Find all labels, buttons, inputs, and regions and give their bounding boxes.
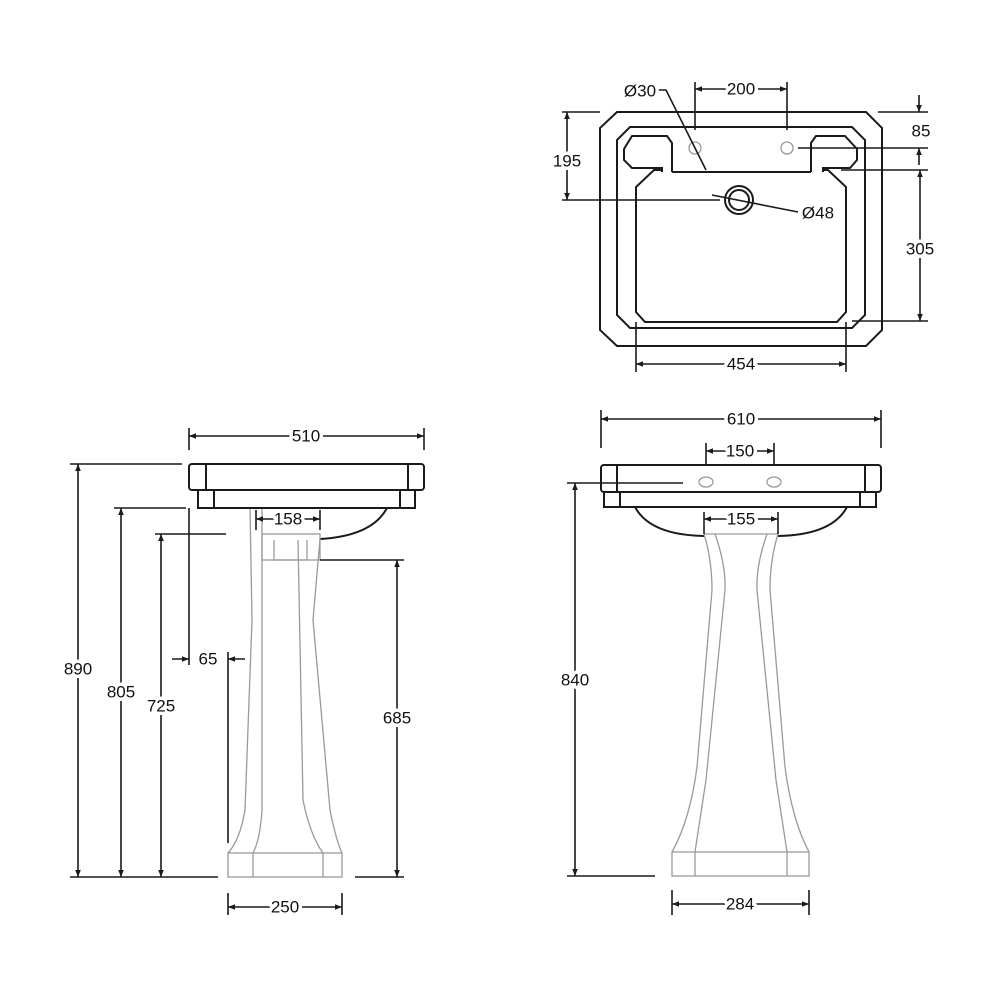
leader-line [658,89,707,171]
left-tap-shelf [623,135,673,172]
waste-hole-outer [724,185,754,215]
bowl-curve-right [777,506,848,537]
waste-hole-inner [728,189,750,211]
bowl-outline [635,169,847,323]
right-tap-shelf [810,135,858,172]
basin-lower-side [197,489,416,509]
dim-tap-centres: 200 [727,80,755,99]
basin-top-front [600,464,882,493]
dim-base-depth: 250 [271,898,299,917]
basin-outer-outline [599,111,883,347]
dim-back-to-tap: 85 [912,122,931,141]
dim-bowl-depth: 305 [906,240,934,259]
dim-waste-height: 685 [383,709,411,728]
dim-pedestal-top-height: 725 [147,697,175,716]
dim-tap-hole-diameter: Ø30 [624,82,656,101]
pedestal-front [671,533,810,877]
dim-bowl-width: 454 [727,355,755,374]
front-view: 610 150 155 840 284 [557,406,882,917]
dim-pedestal-offset: 65 [199,650,218,669]
dim-rim-underside-height: 805 [107,683,135,702]
dim-overall-height: 890 [64,660,92,679]
plan-view: 200 Ø30 195 Ø48 85 305 454 [549,76,937,377]
tap-hole-right [766,476,782,488]
dim-front-to-waste: 195 [553,152,581,171]
dim-waste-diameter: Ø48 [802,204,834,223]
side-view: 510 890 805 725 65 158 685 250 [60,423,425,920]
leader-line [711,194,799,213]
tap-hole-right [780,141,794,155]
basin-lower-front [603,491,877,508]
dim-width: 610 [727,410,755,429]
pedestal-side [227,508,343,878]
basin-top-side [188,463,425,491]
dim-depth: 510 [292,427,320,446]
bowl-curve-left [634,506,705,537]
dim-pedestal-top-width: 155 [727,510,755,529]
tap-hole-left [698,476,714,488]
basin-rim-inner [616,126,866,329]
bowl-curve [319,507,388,540]
tap-hole-left [688,141,702,155]
dim-base-width: 284 [726,895,754,914]
dim-tap-height: 840 [561,671,589,690]
dim-pedestal-top-depth: 158 [274,510,302,529]
dim-tap-spacing: 150 [726,442,754,461]
